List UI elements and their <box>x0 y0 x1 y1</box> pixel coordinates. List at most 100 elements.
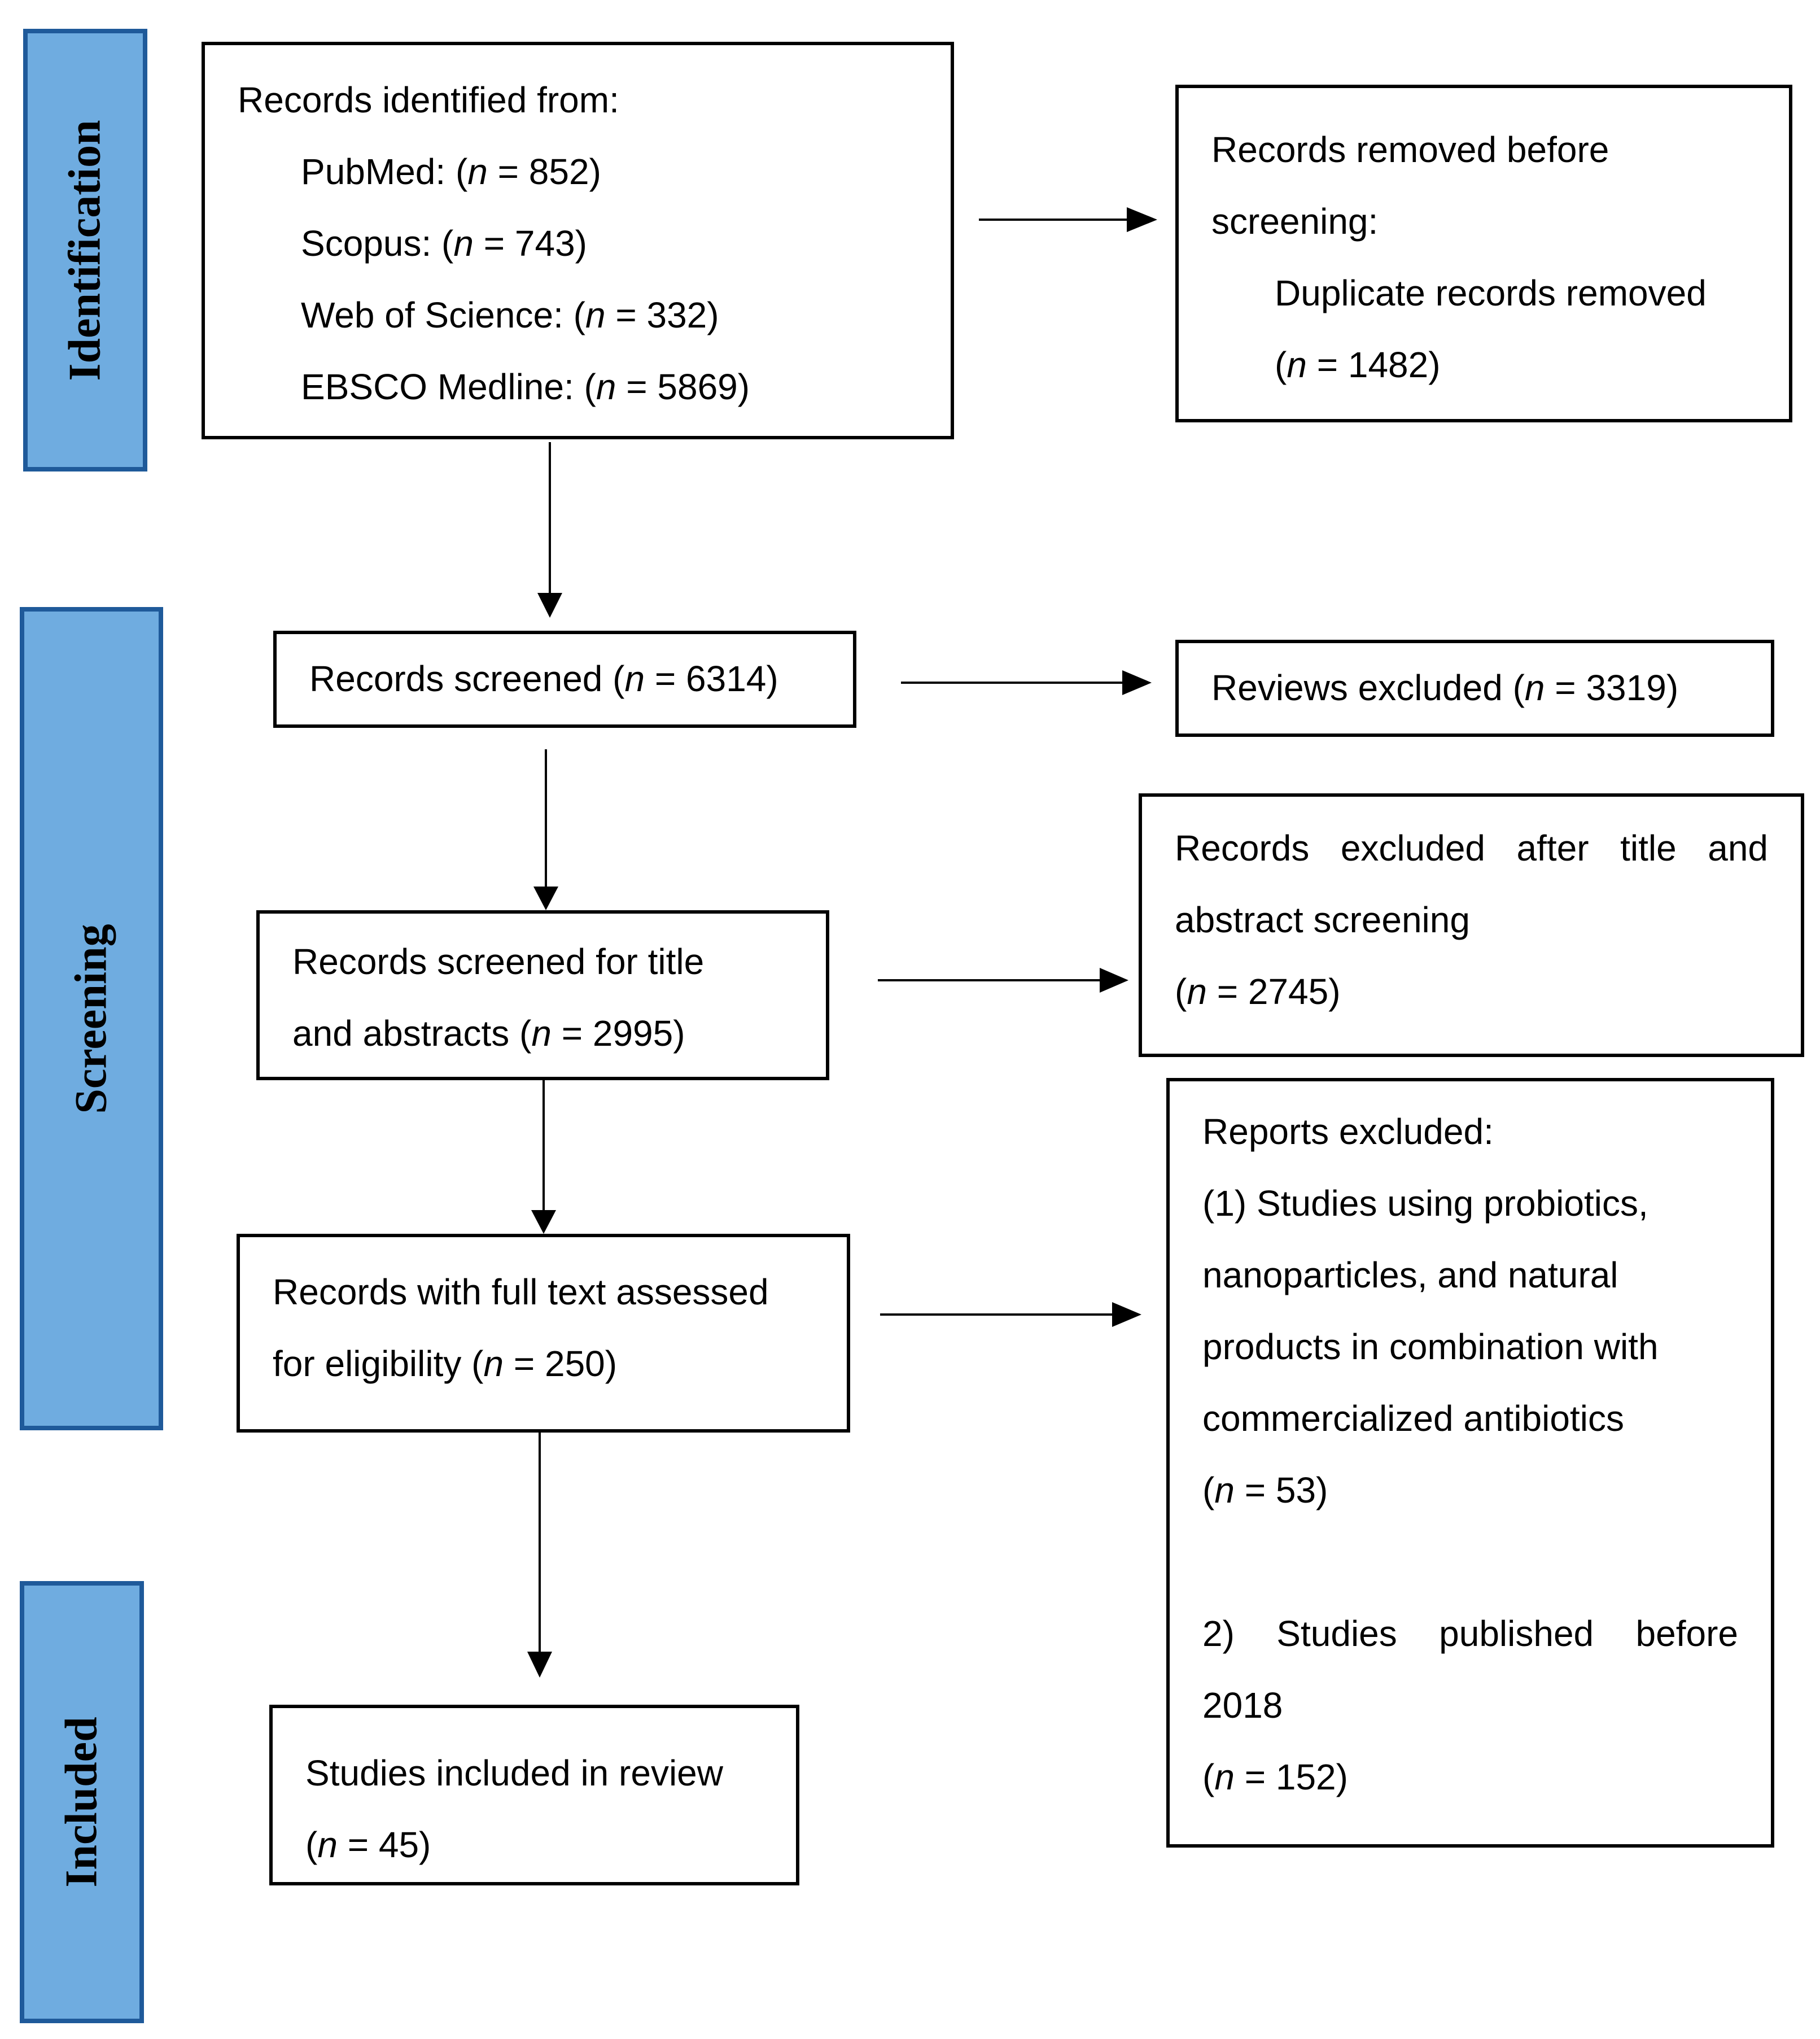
box-text-line: Records excluded after title and <box>1175 813 1768 884</box>
box-text-line: commercialized antibiotics <box>1202 1383 1738 1455</box>
box-text-line: Reviews excluded (n = 3319) <box>1211 652 1738 724</box>
box-text-line: nanoparticles, and natural <box>1202 1239 1738 1311</box>
n-symbol: n <box>317 1824 338 1865</box>
line-text: Records screened for title <box>292 941 705 982</box>
excluded-title-abstract-box: Records excluded after title and abstract… <box>1139 793 1804 1057</box>
box-text-line: EBSCO Medline: (n = 5869) <box>238 351 918 423</box>
line-text: PubMed: ( <box>301 151 468 192</box>
line-text: = 250) <box>504 1343 618 1384</box>
line-text: Records excluded after title and <box>1175 828 1768 868</box>
arrowhead <box>1112 1302 1141 1327</box>
arrowhead <box>1122 670 1152 695</box>
line-text: commercialized antibiotics <box>1202 1398 1624 1439</box>
line-text: = 152) <box>1234 1757 1348 1797</box>
n-symbol: n <box>1524 667 1545 708</box>
box-text-line: Web of Science: (n = 332) <box>238 280 918 351</box>
line-text: screening: <box>1211 201 1379 242</box>
line-text: Web of Science: ( <box>301 295 585 335</box>
line-text: abstract screening <box>1175 900 1470 940</box>
line-text: 2018 <box>1202 1685 1283 1726</box>
box-text-line: Records screened for title <box>292 926 793 998</box>
arrowhead <box>527 1652 552 1678</box>
box-text-line: screening: <box>1211 186 1756 257</box>
n-symbol: n <box>483 1343 504 1384</box>
stage-screening: Screening <box>20 607 163 1430</box>
reviews-excluded-box: Reviews excluded (n = 3319) <box>1175 640 1774 737</box>
arrowhead <box>1127 207 1157 232</box>
full-text-box: Records with full text assessed for eligi… <box>237 1234 850 1433</box>
included-box: Studies included in review (n = 45) <box>269 1705 799 1885</box>
box-text-line: Studies included in review <box>305 1737 763 1809</box>
arrowhead <box>531 1210 556 1234</box>
line-text: Records with full text assessed <box>273 1272 769 1312</box>
line-text: ( <box>1275 344 1287 385</box>
arrowhead <box>1100 968 1128 993</box>
line-text: Duplicate records removed <box>1275 273 1707 313</box>
box-text-line: Records identified from: <box>238 64 918 136</box>
box-text-line: Scopus: (n = 743) <box>238 208 918 280</box>
line-text: ( <box>1202 1470 1215 1510</box>
box-text-line: Reports excluded: <box>1202 1096 1738 1168</box>
n-symbol: n <box>1287 344 1307 385</box>
n-symbol: n <box>467 151 488 192</box>
line-text: 2) Studies published before <box>1202 1613 1738 1654</box>
line-text: = 1482) <box>1306 344 1441 385</box>
line-text: Scopus: ( <box>301 223 454 264</box>
line-text: Records removed before <box>1211 129 1609 170</box>
arrowhead <box>537 593 562 618</box>
line-text: ( <box>1175 971 1187 1012</box>
n-symbol: n <box>1214 1470 1235 1510</box>
box-text-line: 2) Studies published before <box>1202 1598 1738 1670</box>
line-text: ( <box>1202 1757 1215 1797</box>
line-text: = 3319) <box>1545 667 1679 708</box>
reports-excluded-box: Reports excluded: (1) Studies using probi… <box>1166 1078 1774 1848</box>
box-text-line: abstract screening <box>1175 884 1768 956</box>
line-text: = 2995) <box>551 1013 685 1054</box>
line-text: = 53) <box>1234 1470 1328 1510</box>
line-text: products in combination with <box>1202 1326 1659 1367</box>
box-text-line: products in combination with <box>1202 1311 1738 1383</box>
line-text: for eligibility ( <box>273 1343 484 1384</box>
box-text-line: (n = 53) <box>1202 1455 1738 1526</box>
box-text-line: (n = 1482) <box>1211 329 1756 401</box>
line-text: = 6314) <box>645 658 778 699</box>
records-removed-box: Records removed before screening: Duplicat… <box>1175 85 1792 422</box>
line-text: Records identified from: <box>238 80 619 120</box>
box-text-line: for eligibility (n = 250) <box>273 1328 814 1400</box>
n-symbol: n <box>1214 1757 1235 1797</box>
box-text-line: 2018 <box>1202 1670 1738 1741</box>
box-text-line: (n = 152) <box>1202 1741 1738 1813</box>
title-abstract-box: Records screened for title and abstracts … <box>256 910 829 1080</box>
n-symbol: n <box>1187 971 1207 1012</box>
box-text-line: Duplicate records removed <box>1211 257 1756 329</box>
box-text-line: (1) Studies using probiotics, <box>1202 1168 1738 1239</box>
records-screened-box: Records screened (n = 6314) <box>273 631 856 728</box>
line-text: = 45) <box>337 1824 431 1865</box>
line-text: ( <box>305 1824 318 1865</box>
n-symbol: n <box>596 366 616 407</box>
box-text-line: Records removed before <box>1211 114 1756 186</box>
arrowhead <box>533 887 558 910</box>
line-text: nanoparticles, and natural <box>1202 1255 1618 1295</box>
line-text: = 5869) <box>616 366 750 407</box>
box-text-line: Records screened (n = 6314) <box>309 643 820 715</box>
n-symbol: n <box>453 223 474 264</box>
stage-identification: Identification <box>23 29 147 471</box>
line-text: Reviews excluded ( <box>1211 667 1525 708</box>
box-text-line: PubMed: (n = 852) <box>238 136 918 208</box>
records-identified-box: Records identified from:PubMed: (n = 852… <box>202 42 954 439</box>
line-text: Studies included in review <box>305 1753 723 1793</box>
line-text: = 332) <box>605 295 719 335</box>
box-text-line: and abstracts (n = 2995) <box>292 998 793 1069</box>
box-text-line: (n = 2745) <box>1175 956 1768 1028</box>
line-text: = 2745) <box>1206 971 1341 1012</box>
box-text-line: Records with full text assessed <box>273 1256 814 1328</box>
line-text: = 743) <box>473 223 587 264</box>
n-symbol: n <box>624 658 645 699</box>
line-text: (1) Studies using probiotics, <box>1202 1183 1648 1224</box>
box-text-line: (n = 45) <box>305 1809 763 1881</box>
stage-included: Included <box>20 1581 144 2023</box>
line-text: = 852) <box>487 151 601 192</box>
n-symbol: n <box>585 295 606 335</box>
